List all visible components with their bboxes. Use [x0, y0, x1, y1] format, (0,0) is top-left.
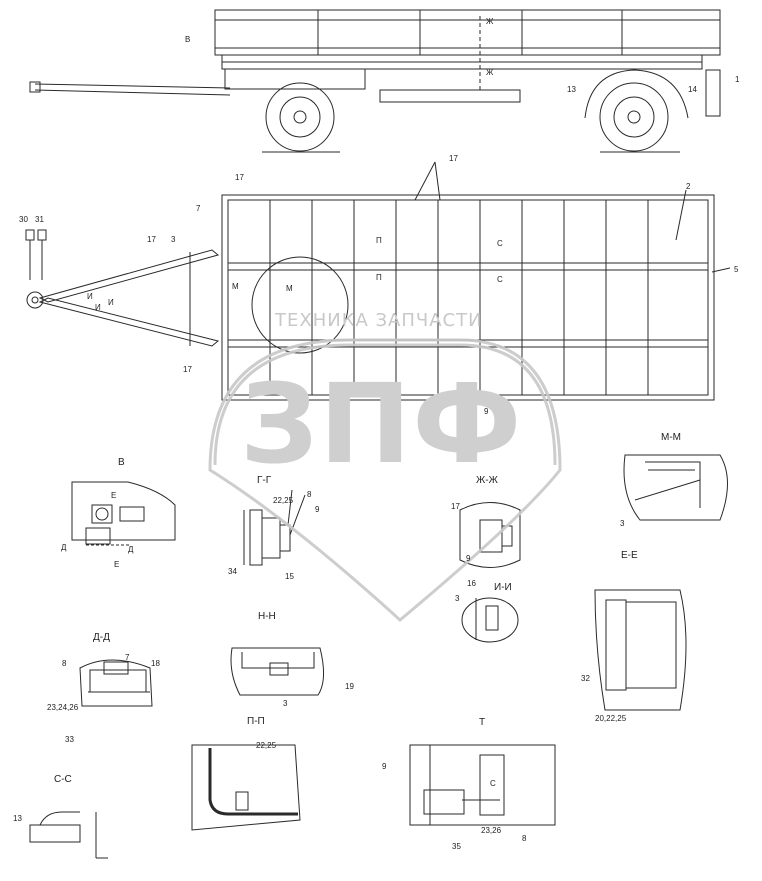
- callout-t-c: C: [490, 779, 496, 788]
- callout-1: 1: [735, 75, 740, 84]
- callout-ii-3: 3: [455, 594, 460, 603]
- view-title-ii: И-И: [494, 582, 512, 593]
- callout-9: 9: [484, 407, 489, 416]
- callout-14: 14: [688, 85, 697, 94]
- callout-gg-22-25: 22,25: [273, 496, 294, 505]
- view-title-v: В: [118, 457, 125, 468]
- marker-i-2: И: [95, 303, 101, 312]
- callout-17-c: 17: [147, 235, 156, 244]
- detail-view-nn: [230, 647, 324, 696]
- marker-i-1: И: [87, 292, 93, 301]
- view-title-dd: Д-Д: [93, 632, 110, 643]
- callout-5: 5: [734, 265, 739, 274]
- view-title-pp: П-П: [247, 716, 265, 727]
- callout-17-d: 17: [183, 365, 192, 374]
- detail-view-ee: [594, 589, 687, 711]
- callout-zhzh-17: 17: [451, 502, 460, 511]
- view-title-mm: М-М: [661, 432, 681, 443]
- callout-v-d-2: Д: [128, 545, 134, 554]
- marker-m-2: М: [286, 284, 293, 293]
- callout-pp-22-25: 22,25: [256, 741, 277, 750]
- callout-ee-20-22-25: 20,22,25: [595, 714, 627, 723]
- view-title-t: Т: [479, 717, 486, 728]
- marker-v-top: В: [185, 35, 191, 44]
- callout-13: 13: [567, 85, 576, 94]
- detail-view-pp: [191, 744, 301, 831]
- callout-gg-15: 15: [285, 572, 294, 581]
- callout-7: 7: [196, 204, 201, 213]
- callout-t-35: 35: [452, 842, 461, 851]
- callout-gg-34: 34: [228, 567, 237, 576]
- detail-view-b: [71, 481, 176, 546]
- callout-gg-9: 9: [315, 505, 320, 514]
- callout-i-plan: И: [108, 298, 114, 307]
- callout-dd-18: 18: [151, 659, 160, 668]
- callout-dd-8: 8: [62, 659, 67, 668]
- callout-v-d-1: Д: [61, 543, 67, 552]
- callout-nn-19: 19: [345, 682, 354, 691]
- section-cut-zh-2: Ж: [486, 68, 494, 77]
- callout-17-b: 17: [449, 154, 458, 163]
- callout-v-e-1: Е: [111, 491, 117, 500]
- callout-31: 31: [35, 215, 44, 224]
- detail-view-mm: [623, 454, 728, 521]
- callout-nn-3: 3: [283, 699, 288, 708]
- callout-dd-33: 33: [65, 735, 74, 744]
- callout-dd-7: 7: [125, 653, 130, 662]
- callout-dd-23-24-26: 23,24,26: [47, 703, 79, 712]
- detail-view-cc: [29, 811, 108, 859]
- marker-m-1: М: [232, 282, 239, 291]
- view-title-ee: Е-Е: [621, 550, 638, 561]
- detail-view-gg: [243, 489, 306, 566]
- watermark-logo: ЗПФ: [240, 360, 523, 488]
- view-title-cc: С-С: [54, 774, 72, 785]
- detail-view-dd: [79, 659, 153, 707]
- callout-30: 30: [19, 215, 28, 224]
- view-title-gg: Г-Г: [257, 475, 272, 486]
- side-elevation-view: [29, 9, 721, 153]
- marker-p-1: П: [376, 236, 382, 245]
- callout-cc-13: 13: [13, 814, 22, 823]
- marker-c-2: С: [497, 275, 503, 284]
- callout-t-8: 8: [522, 834, 527, 843]
- detail-view-t: [409, 744, 556, 826]
- callout-zhzh-9: 9: [466, 554, 471, 563]
- section-cut-zh-1: Ж: [486, 17, 494, 26]
- view-title-nn: Н-Н: [258, 611, 276, 622]
- view-title-zhzh: Ж-Ж: [476, 475, 498, 486]
- marker-p-2: П: [376, 273, 382, 282]
- watermark-brand: ТЕХНИКА ЗАПЧАСТИ: [275, 310, 483, 331]
- callout-t-23-26: 23,26: [481, 826, 502, 835]
- callout-mm-3: 3: [620, 519, 625, 528]
- callout-2: 2: [686, 182, 691, 191]
- callout-ii-16: 16: [467, 579, 476, 588]
- callout-ee-32: 32: [581, 674, 590, 683]
- callout-gg-8: 8: [307, 490, 312, 499]
- callout-t-9: 9: [382, 762, 387, 771]
- marker-c-1: С: [497, 239, 503, 248]
- watermark: [208, 338, 562, 622]
- detail-view-ii: [461, 597, 519, 643]
- callout-v-e-2: Е: [114, 560, 120, 569]
- callout-17-a: 17: [235, 173, 244, 182]
- callout-3: 3: [171, 235, 176, 244]
